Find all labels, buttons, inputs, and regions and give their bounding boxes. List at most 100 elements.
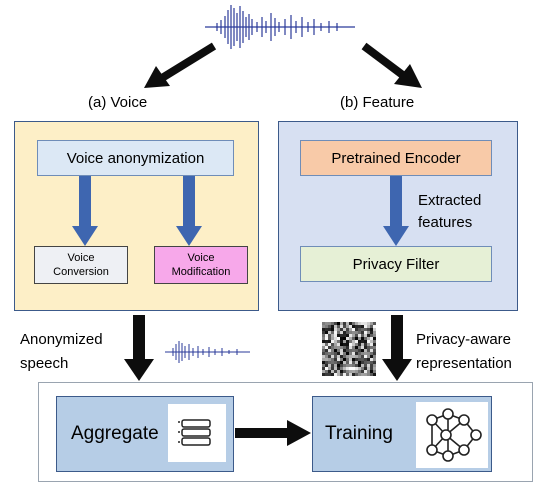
noise-cell <box>346 364 349 367</box>
noise-cell <box>370 352 373 355</box>
noise-cell <box>331 355 334 358</box>
noise-cell <box>352 328 355 331</box>
voice-modification-box: Voice Modification <box>154 246 248 284</box>
noise-cell <box>349 337 352 340</box>
noise-cell <box>340 346 343 349</box>
noise-cell <box>325 343 328 346</box>
noise-cell <box>349 367 352 370</box>
noise-cell <box>370 328 373 331</box>
noise-cell <box>373 361 376 364</box>
noise-cell <box>334 358 337 361</box>
noise-cell <box>352 373 355 376</box>
noise-cell <box>373 346 376 349</box>
noise-cell <box>334 370 337 373</box>
noise-cell <box>337 331 340 334</box>
noise-cell <box>337 334 340 337</box>
noise-cell <box>370 343 373 346</box>
noise-cell <box>328 337 331 340</box>
noise-cell <box>334 349 337 352</box>
noise-cell <box>343 349 346 352</box>
noise-cell <box>343 370 346 373</box>
noise-cell <box>346 343 349 346</box>
noise-cell <box>352 331 355 334</box>
noise-cell <box>325 349 328 352</box>
noise-cell <box>340 367 343 370</box>
noise-cell <box>343 343 346 346</box>
noise-cell <box>343 358 346 361</box>
noise-cell <box>370 340 373 343</box>
noise-cell <box>334 325 337 328</box>
noise-cell <box>325 355 328 358</box>
noise-cell <box>334 355 337 358</box>
noise-cell <box>325 358 328 361</box>
noise-cell <box>343 325 346 328</box>
anonymized-speech-label: Anonymized speech <box>20 328 103 376</box>
noise-cell <box>352 367 355 370</box>
noise-cell <box>367 361 370 364</box>
speech-arrow-down <box>124 315 154 381</box>
noise-cell <box>355 364 358 367</box>
noise-cell <box>355 355 358 358</box>
noise-cell <box>337 373 340 376</box>
noise-cell <box>331 340 334 343</box>
noise-cell <box>355 331 358 334</box>
noise-cell <box>325 352 328 355</box>
pretrained-encoder-label: Pretrained Encoder <box>331 149 461 167</box>
noise-cell <box>367 325 370 328</box>
noise-cell <box>322 325 325 328</box>
noise-cell <box>325 361 328 364</box>
noise-cell <box>373 367 376 370</box>
noise-cell <box>349 322 352 325</box>
noise-cell <box>364 322 367 325</box>
noise-cell <box>349 343 352 346</box>
noise-cell <box>328 349 331 352</box>
noise-cell <box>331 364 334 367</box>
voice-anonymization-label: Voice anonymization <box>66 149 205 167</box>
noise-cell <box>364 331 367 334</box>
noise-cell <box>370 334 373 337</box>
noise-cell <box>346 352 349 355</box>
noise-cell <box>358 355 361 358</box>
noise-cell <box>358 340 361 343</box>
noise-cell <box>328 364 331 367</box>
noise-cell <box>367 340 370 343</box>
noise-cell <box>349 361 352 364</box>
noise-cell <box>370 364 373 367</box>
noise-cell <box>364 364 367 367</box>
noise-cell <box>346 322 349 325</box>
noise-cell <box>373 343 376 346</box>
noise-cell <box>328 331 331 334</box>
noise-cell <box>349 352 352 355</box>
noise-cell <box>340 349 343 352</box>
noise-cell <box>328 343 331 346</box>
noise-cell <box>364 373 367 376</box>
noise-cell <box>352 343 355 346</box>
noise-cell <box>328 334 331 337</box>
noise-cell <box>364 337 367 340</box>
noise-cell <box>346 346 349 349</box>
noise-cell <box>370 346 373 349</box>
noise-cell <box>346 373 349 376</box>
noise-cell <box>337 361 340 364</box>
noise-cell <box>322 328 325 331</box>
noise-cell <box>367 346 370 349</box>
noise-cell <box>343 367 346 370</box>
noise-cell <box>352 334 355 337</box>
noise-cell <box>325 367 328 370</box>
noise-cell <box>331 331 334 334</box>
noise-cell <box>331 346 334 349</box>
noise-cell <box>361 325 364 328</box>
noise-cell <box>364 349 367 352</box>
noise-cell <box>361 343 364 346</box>
voice-arrow-left <box>72 176 98 246</box>
noise-cell <box>367 352 370 355</box>
noise-cell <box>328 358 331 361</box>
noise-cell <box>343 331 346 334</box>
noise-cell <box>373 349 376 352</box>
noise-cell <box>334 352 337 355</box>
aggregate-to-training-arrow <box>235 420 311 446</box>
noise-cell <box>355 373 358 376</box>
noise-cell <box>331 361 334 364</box>
noise-cell <box>334 346 337 349</box>
voice-conversion-box: Voice Conversion <box>34 246 128 284</box>
